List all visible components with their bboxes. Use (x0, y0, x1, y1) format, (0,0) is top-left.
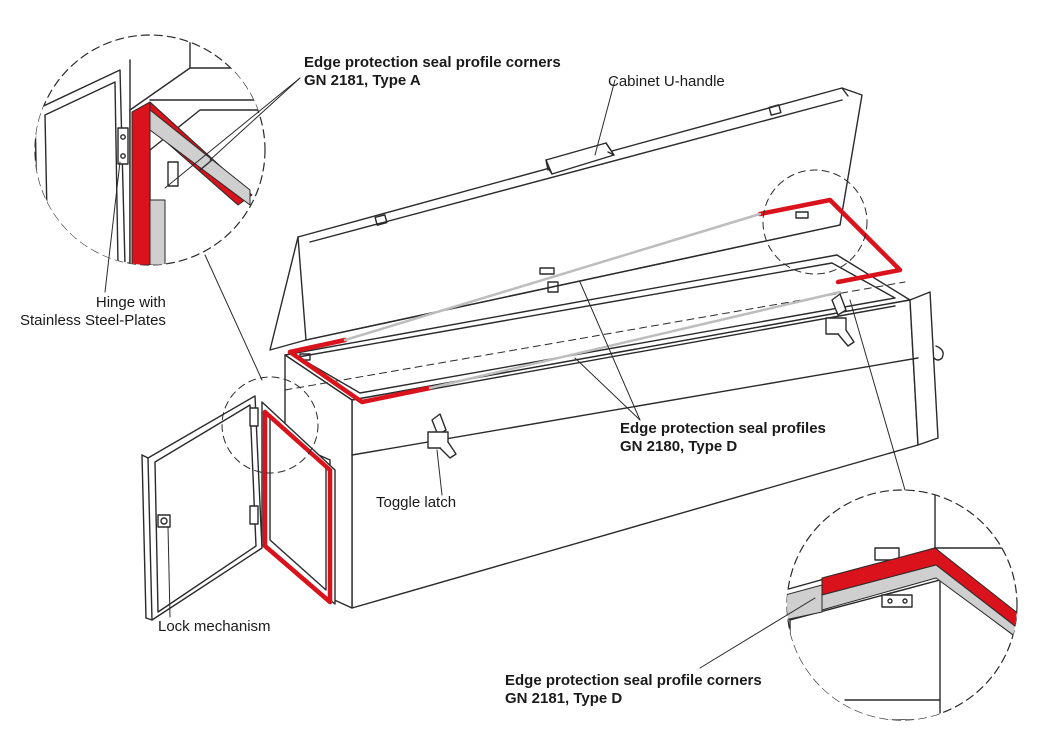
seal-profiles-code: GN 2180, Type D (620, 438, 738, 455)
seal-corners-type-d-label: Edge protection seal profile corners GN … (505, 672, 762, 708)
hinge-label: Hinge with Stainless Steel-Plates (20, 294, 166, 330)
hinge-label-line1: Hinge with (95, 294, 166, 311)
cabinet-u-handle (545, 142, 615, 175)
seal-profiles-label: Edge protection seal profiles GN 2180, T… (620, 420, 826, 456)
open-door (141, 395, 263, 621)
cabinet-handle-label: Cabinet U-handle (608, 73, 725, 90)
seal-profiles-title: Edge protection seal profiles (620, 420, 826, 437)
leader-lines (104, 77, 906, 669)
toggle-latch-label: Toggle latch (376, 494, 457, 511)
detail-circle-hinge (221, 376, 319, 474)
seal-profiles-grey (343, 212, 842, 390)
seal-corners-type-d-code: GN 2181, Type D (505, 690, 623, 707)
seal-corners-type-d-title: Edge protection seal profile corners (505, 672, 762, 689)
detail-view-type-d (786, 489, 1018, 721)
lock-mechanism-label: Lock mechanism (158, 618, 271, 635)
seal-corners-type-a-title: Edge protection seal profile corners (304, 54, 561, 71)
seal-corners-type-a-label: Edge protection seal profile corners GN … (304, 54, 561, 90)
detail-circle-corner (762, 169, 868, 275)
hinge-label-line2: Stainless Steel-Plates (20, 312, 166, 329)
lid (269, 87, 863, 361)
door-opening (261, 401, 336, 605)
detail-view-type-a (34, 34, 266, 266)
toggle-latch-rear (825, 293, 855, 347)
seal-corners-type-a-code: GN 2181, Type A (304, 72, 421, 89)
toggle-latch-front (427, 413, 457, 459)
